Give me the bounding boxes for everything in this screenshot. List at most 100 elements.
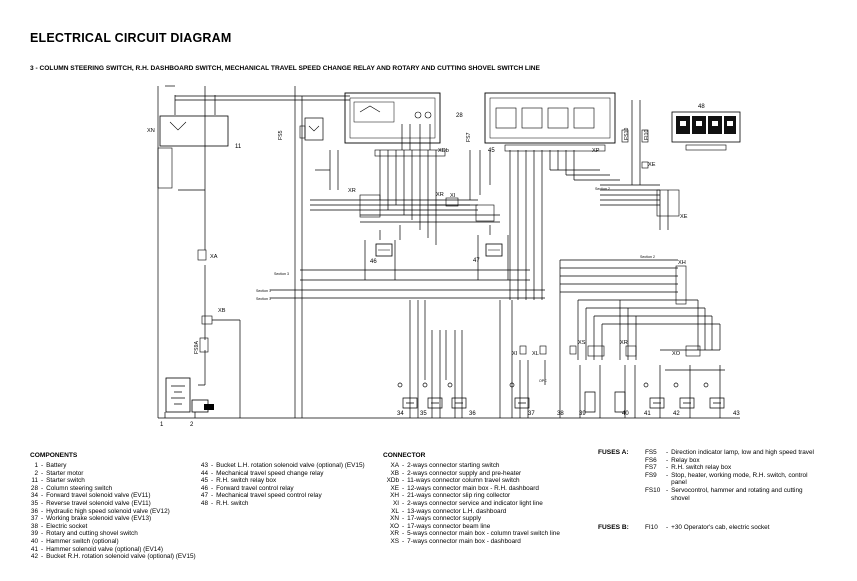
- item-code: XA: [390, 462, 399, 469]
- diagram-subtitle: 3 - COLUMN STEERING SWITCH, R.H. DASHBOA…: [30, 65, 540, 72]
- item-separator: -: [41, 499, 44, 507]
- item-separator: -: [41, 537, 44, 545]
- list-item: XB-2-ways connector supply and pre-heate…: [383, 470, 588, 478]
- item-separator: -: [41, 515, 44, 523]
- connector-labels: XN XDb XP XE XE XR XR XI XA XB XH XL XI …: [147, 128, 688, 357]
- list-item: XL-13-ways connector L.H. dashboard: [383, 508, 588, 516]
- solenoid-valves: [397, 382, 725, 413]
- item-code: 38: [30, 522, 38, 530]
- item-description: Mechanical travel speed control relay: [216, 492, 322, 500]
- list-item: XO-17-ways connector beam line: [383, 523, 588, 531]
- label-section-2b: Section 2: [640, 255, 655, 259]
- item-code: 48: [200, 499, 208, 507]
- item-separator: -: [402, 462, 405, 469]
- item-code: XR: [390, 530, 399, 538]
- label-38: 38: [557, 411, 564, 417]
- item-description: Bucket L.H. rotation solenoid valve (opt…: [216, 462, 365, 469]
- label-xo: XO: [672, 351, 681, 357]
- label-28: 28: [456, 113, 463, 119]
- label-xa: XA: [210, 254, 218, 260]
- item-separator: -: [402, 537, 405, 545]
- label-xb: XB: [218, 308, 226, 314]
- wiring: [157, 85, 740, 419]
- item-code: XN: [390, 515, 399, 523]
- list-item: XN-17-ways connector supply: [383, 515, 588, 523]
- item-description: Forward travel control relay: [216, 484, 294, 492]
- label-11: 11: [235, 144, 242, 150]
- item-code: 36: [30, 507, 38, 515]
- list-item: FS9-Stop, heater, working mode, R.H. swi…: [645, 472, 820, 487]
- connector-heading: CONNECTOR: [383, 452, 426, 459]
- item-separator: -: [666, 486, 669, 494]
- item-description: Battery: [46, 462, 67, 469]
- list-item: XI-2-ways connector service and indicato…: [383, 500, 588, 508]
- item-separator: -: [666, 449, 669, 456]
- fuses-b-heading: FUSES B:: [598, 524, 629, 531]
- item-code: 34: [30, 492, 38, 500]
- label-37: 37: [528, 411, 535, 417]
- item-description: 11-ways connector column travel switch: [407, 477, 520, 485]
- list-item: 34-Forward travel solenoid valve (EV11): [28, 492, 203, 500]
- item-code: 41: [30, 545, 38, 553]
- label-xs: XS: [578, 340, 586, 346]
- item-code: 43: [200, 462, 208, 469]
- label-fi10: FI10: [644, 130, 650, 140]
- label-fs9a: FS9A: [194, 340, 200, 354]
- item-separator: -: [666, 456, 669, 464]
- fuse-labels: FS5 FS7 FS10 FI10 FS9A: [194, 127, 650, 354]
- relay-47: [485, 243, 503, 257]
- item-code: 44: [200, 469, 208, 477]
- list-item: 28-Column steering switch: [28, 485, 203, 493]
- label-section-1a: Section 1: [256, 289, 271, 293]
- list-item: 44-Mechanical travel speed change relay: [198, 470, 373, 478]
- components-list-2: 43-Bucket L.H. rotation solenoid valve (…: [198, 462, 373, 508]
- item-description: Working brake solenoid valve (EV13): [46, 515, 152, 523]
- item-separator: -: [402, 530, 405, 538]
- item-code: 11: [31, 477, 38, 485]
- item-description: 17-ways connector beam line: [407, 522, 491, 530]
- item-separator: -: [402, 499, 405, 507]
- label-fs7: FS7: [466, 132, 472, 142]
- list-item: 45-R.H. switch relay box: [198, 477, 373, 485]
- item-description: 13-ways connector L.H. dashboard: [407, 507, 507, 515]
- list-item: 37-Working brake solenoid valve (EV13): [28, 515, 203, 523]
- item-code: 28: [30, 484, 38, 492]
- item-code: FS5: [645, 449, 657, 456]
- item-separator: -: [41, 530, 44, 538]
- item-separator: -: [41, 553, 44, 561]
- list-item: XR-5-ways connector main box - column tr…: [383, 530, 588, 538]
- item-code: 39: [30, 530, 38, 538]
- label-xi: XI: [450, 193, 456, 199]
- list-item: 36-Hydraulic high speed solenoid valve (…: [28, 508, 203, 516]
- item-separator: -: [41, 469, 44, 477]
- label-2: 2: [190, 422, 194, 428]
- item-code: XI: [392, 499, 399, 507]
- list-item: XH-21-ways connector slip ring collector: [383, 492, 588, 500]
- item-description: 17-ways connector supply: [407, 515, 482, 523]
- item-description: Rotary and cutting shovel switch: [46, 530, 138, 538]
- list-item: FS5 -Direction indicator lamp, low and hi…: [645, 449, 820, 457]
- item-description: 12-ways connector main box - R.H. dashbo…: [407, 484, 539, 492]
- label-opc: OPC: [539, 379, 547, 383]
- item-description: Direction indicator lamp, low and high s…: [671, 449, 814, 456]
- column-switch-28: [344, 92, 446, 157]
- item-separator: -: [41, 545, 44, 553]
- item-separator: -: [211, 469, 214, 477]
- item-description: 21-ways connector slip ring collector: [407, 492, 511, 500]
- item-description: 2-ways connector starting switch: [407, 462, 500, 469]
- label-48: 48: [698, 104, 705, 110]
- item-description: 5-ways connector main box - column trave…: [407, 530, 560, 538]
- item-code: 45: [200, 477, 208, 485]
- label-xe-top: XE: [648, 162, 656, 168]
- item-code: 2: [34, 469, 38, 477]
- item-description: 2-ways connector supply and pre-heater: [407, 469, 522, 477]
- item-separator: -: [402, 492, 405, 500]
- list-item: FS6-Relay box: [645, 457, 820, 465]
- label-xr-3: XR: [620, 340, 628, 346]
- item-separator: -: [41, 484, 44, 492]
- item-code: XO: [389, 522, 399, 530]
- item-description: Bucket R.H. rotation solenoid valve (opt…: [46, 553, 196, 561]
- item-separator: -: [211, 499, 214, 507]
- page-title: ELECTRICAL CIRCUIT DIAGRAM: [30, 31, 232, 45]
